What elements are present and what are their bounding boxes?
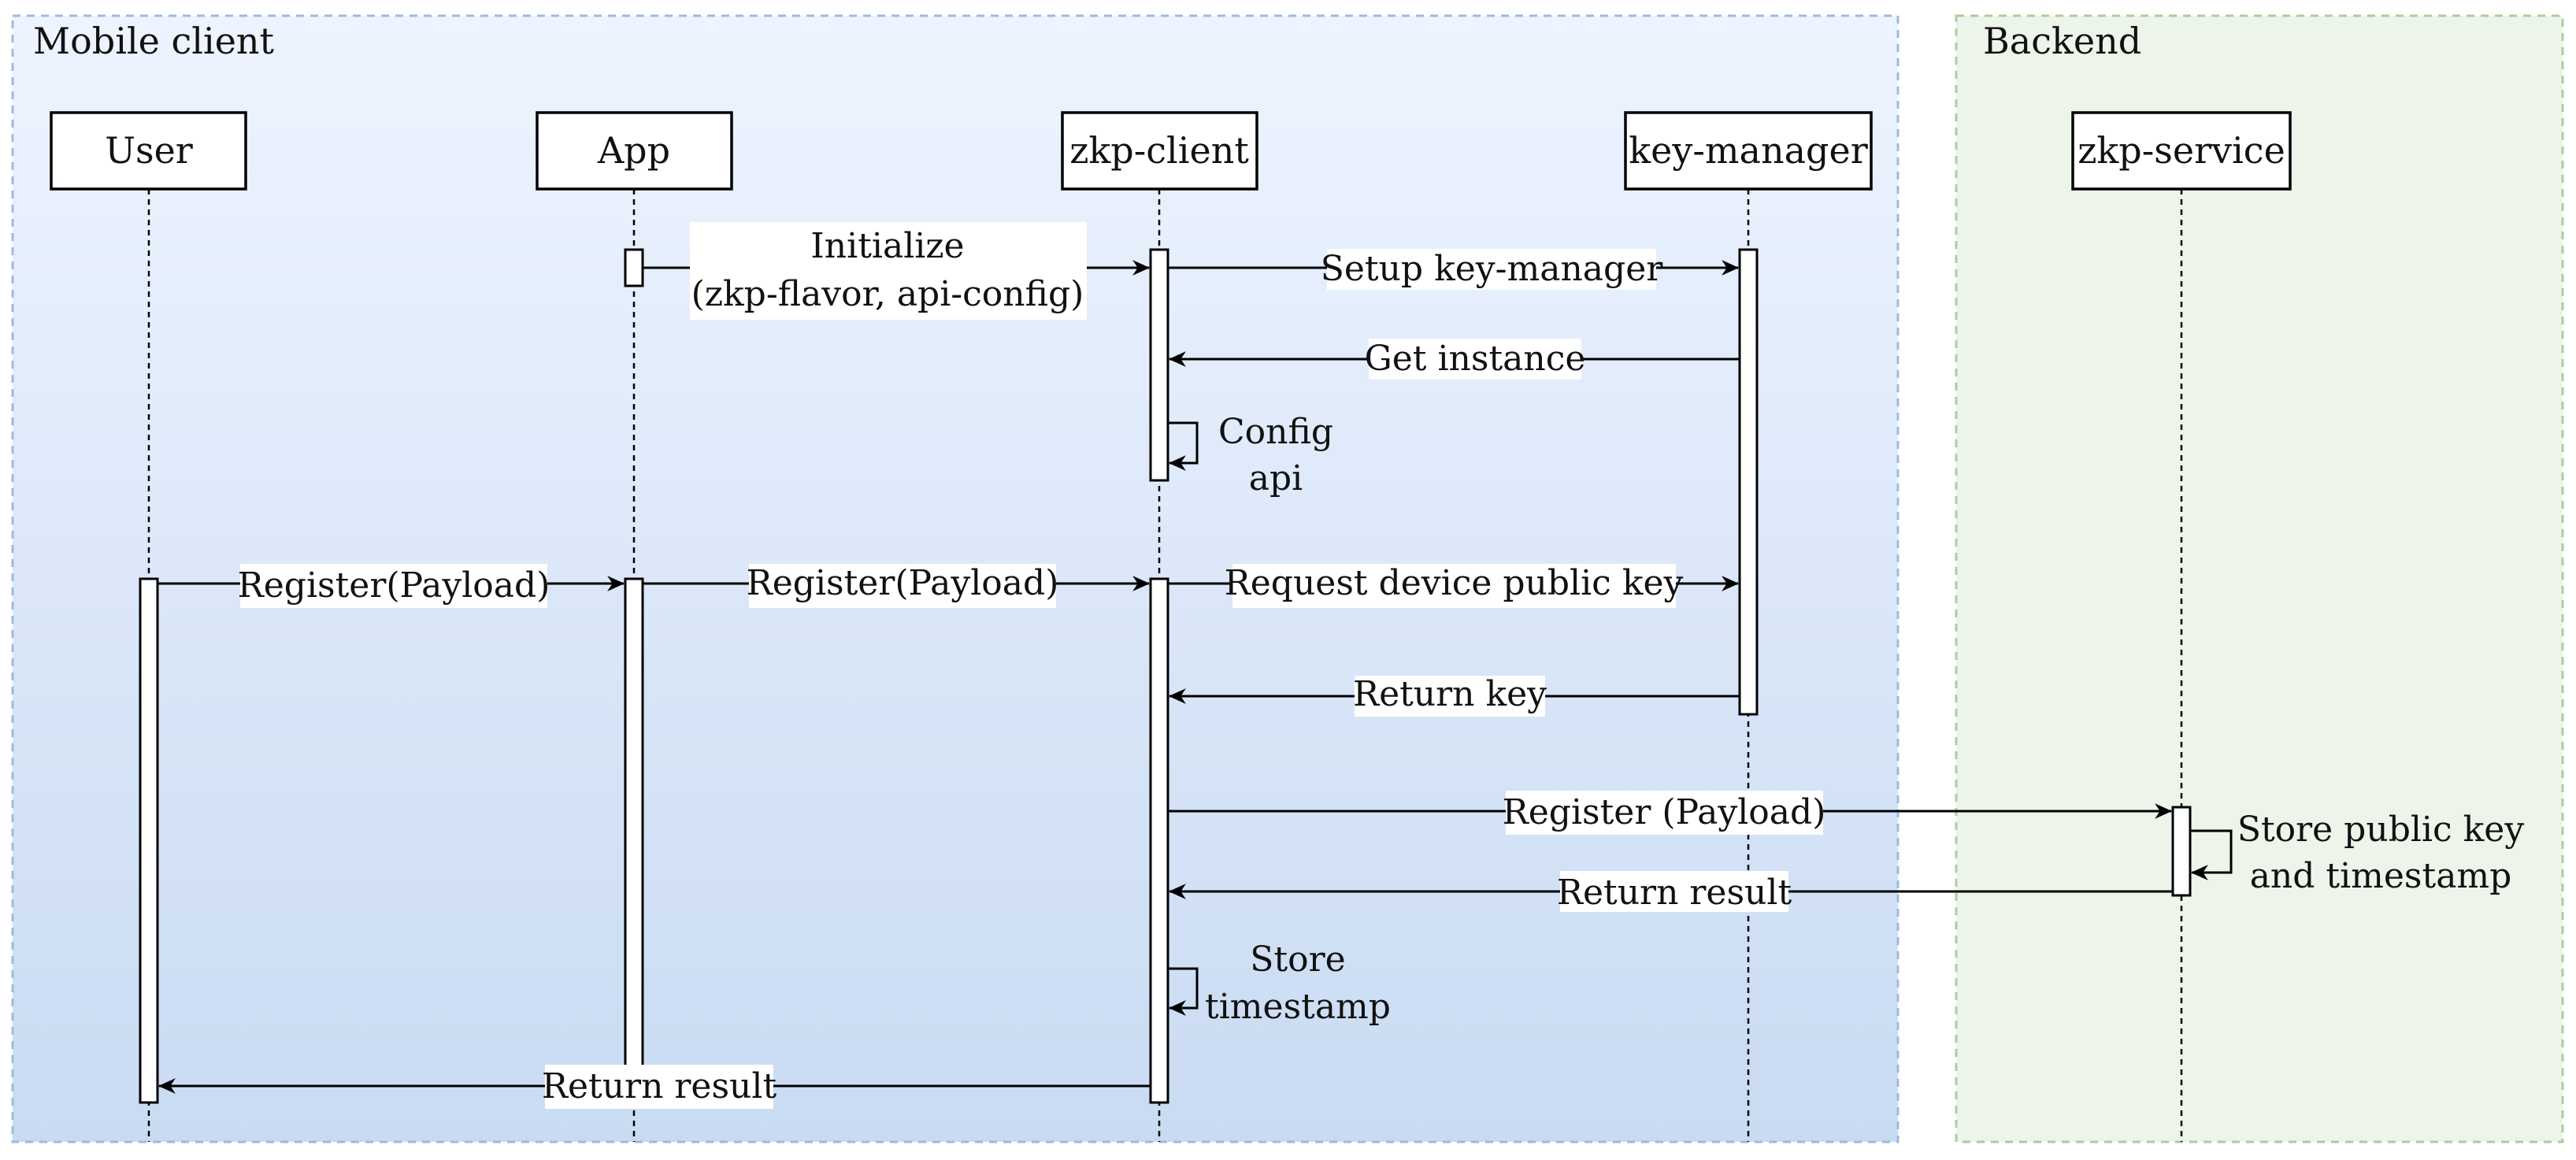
mobile-client-label: Mobile client xyxy=(33,20,275,62)
msg-setup-label: Setup key-manager xyxy=(1321,249,1664,289)
backend-label: Backend xyxy=(1983,20,2141,62)
msg-get-instance-label: Get instance xyxy=(1365,339,1586,379)
msg-return-result-user-label: Return result xyxy=(542,1066,777,1106)
msg-initialize-params-label: (zkp-flavor, api-config) xyxy=(691,274,1084,314)
participant-app: App xyxy=(597,129,670,172)
activation-zkp-service xyxy=(2171,806,2192,897)
participant-zkp-service: zkp-service xyxy=(2077,129,2285,172)
activation-key-manager xyxy=(1738,248,1759,716)
backend-frame xyxy=(1955,14,2564,1143)
msg-store-public-timestamp-label: and timestamp xyxy=(2250,856,2512,896)
participant-zkp-client-box xyxy=(1061,111,1258,191)
msg-store-public-loop xyxy=(2190,829,2233,880)
activation-zkp-client xyxy=(1149,577,1169,1104)
msg-store-timestamp-loop xyxy=(1168,967,1199,1016)
participant-user: User xyxy=(105,129,193,172)
msg-store-public-label: Store public key xyxy=(2237,810,2525,850)
msg-register-user-label: Register(Payload) xyxy=(238,565,550,606)
msg-config-api-label: api xyxy=(1249,458,1303,498)
msg-register-backend-label: Register (Payload) xyxy=(1503,792,1826,832)
msg-config-label: Config xyxy=(1218,412,1333,452)
activation-app xyxy=(624,577,644,1104)
msg-store-label: Store xyxy=(1250,939,1345,980)
activation-app-init xyxy=(624,248,644,287)
msg-register-app-label: Register(Payload) xyxy=(747,563,1059,603)
participant-zkp-service-box xyxy=(2071,111,2292,191)
msg-config-api-loop xyxy=(1168,421,1199,471)
msg-return-key-label: Return key xyxy=(1353,674,1547,714)
msg-store-timestamp-label: timestamp xyxy=(1205,987,1391,1027)
participant-user-box xyxy=(50,111,247,191)
activation-user xyxy=(139,577,159,1104)
participant-key-manager-box xyxy=(1624,111,1873,191)
participant-zkp-client: zkp-client xyxy=(1069,129,1249,172)
msg-initialize-label: Initialize xyxy=(810,226,964,266)
msg-request-key-label: Request device public key xyxy=(1225,563,1684,603)
participant-key-manager: key-manager xyxy=(1629,129,1867,172)
msg-return-result-backend-label: Return result xyxy=(1557,873,1792,913)
activation-zkp-client-init xyxy=(1149,248,1169,482)
participant-app-box xyxy=(536,111,733,191)
